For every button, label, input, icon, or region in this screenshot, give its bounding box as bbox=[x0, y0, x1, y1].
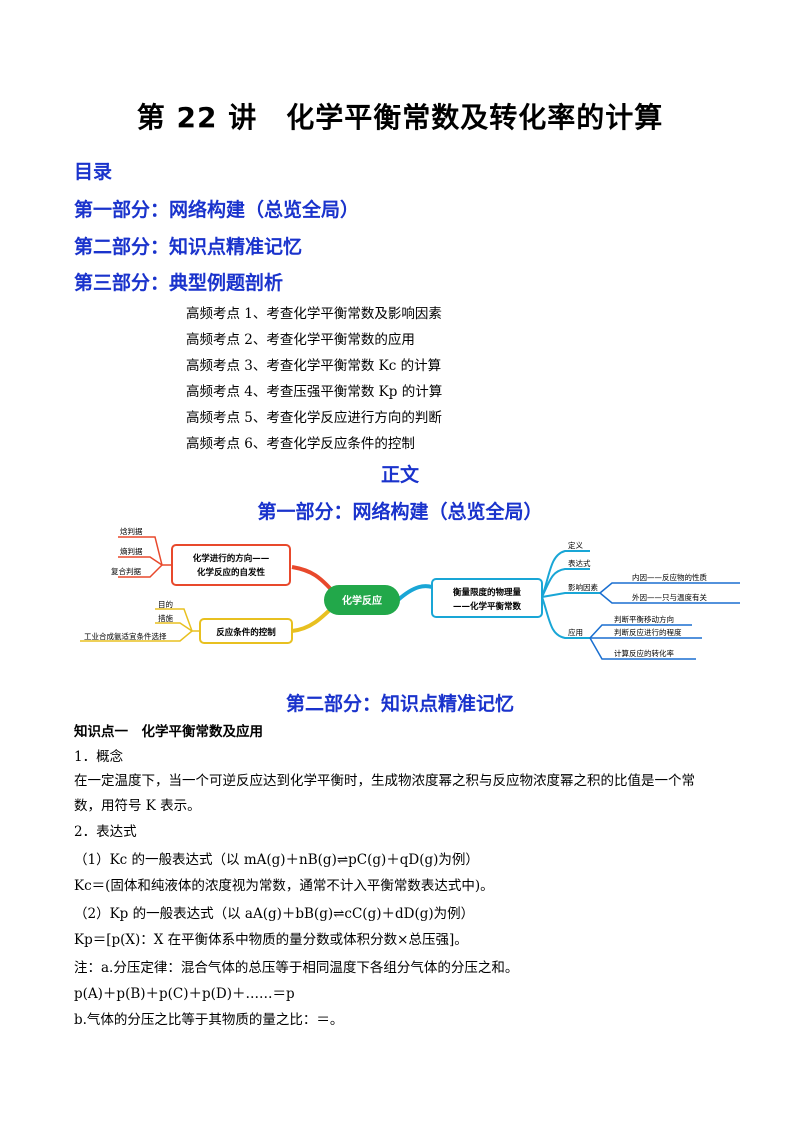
toc-item-4[interactable]: 高频考点 4、考查压强平衡常数 Kp 的计算 bbox=[186, 384, 443, 400]
direction-label-2: 化学反应的自发性 bbox=[197, 567, 266, 578]
toc-item-6[interactable]: 高频考点 6、考查化学反应条件的控制 bbox=[186, 436, 415, 452]
mind-map: 化学进行的方向—— 化学反应的自发性 焓判据 熵判据 复合判据 反应条件的控制 … bbox=[80, 526, 740, 660]
note-pressure-ratio: b.气体的分压之比等于其物质的量之比：＝。 bbox=[74, 1012, 344, 1028]
kc-note: Kc＝(固体和纯液体的浓度视为常数，通常不计入平衡常数表达式中)。 bbox=[74, 878, 494, 894]
toc-heading: 目录 bbox=[74, 161, 113, 183]
part2-heading: 第二部分：知识点精准记忆 bbox=[285, 693, 514, 715]
leaf-internal-cause: 内因——反应物的性质 bbox=[632, 572, 707, 582]
conditions-label: 反应条件的控制 bbox=[216, 627, 276, 638]
leaf-entropy: 熵判据 bbox=[120, 546, 143, 556]
knowledge-point-1: 知识点一 化学平衡常数及应用 bbox=[74, 724, 263, 740]
toc-item-1[interactable]: 高频考点 1、考查化学平衡常数及影响因素 bbox=[186, 306, 442, 322]
mindmap-conditions-branch: 反应条件的控制 目的 措施 工业合成氨适宜条件选择 bbox=[80, 598, 342, 644]
toc-item-3[interactable]: 高频考点 3、考查化学平衡常数 Kc 的计算 bbox=[186, 358, 442, 374]
branch-expression: 表达式 bbox=[568, 558, 591, 568]
leaf-purpose: 目的 bbox=[158, 599, 173, 609]
note-pressure-sum: p(A)＋p(B)＋p(C)＋p(D)＋……＝p bbox=[74, 986, 295, 1002]
center-label: 化学反应 bbox=[342, 594, 382, 607]
branch-application: 应用 bbox=[568, 627, 583, 637]
toc-part-1[interactable]: 第一部分：网络构建（总览全局） bbox=[74, 199, 360, 221]
direction-label-1: 化学进行的方向—— bbox=[193, 553, 270, 564]
expression-kc: （1）Kc 的一般表达式（以 mA(g)＋nB(g)⇌pC(g)＋qD(g)为例… bbox=[74, 852, 479, 868]
leaf-enthalpy: 焓判据 bbox=[120, 526, 143, 536]
kp-note: Kp＝[p(X)：X 在平衡体系中物质的量分数或体积分数×总压强]。 bbox=[74, 932, 468, 948]
expression-kp: （2）Kp 的一般表达式（以 aA(g)＋bB(g)⇌cC(g)＋dD(g)为例… bbox=[74, 906, 475, 922]
leaf-combined: 复合判据 bbox=[111, 566, 141, 576]
leaf-ammonia: 工业合成氨适宜条件选择 bbox=[84, 631, 167, 641]
definition-line-1: 在一定温度下，当一个可逆反应达到化学平衡时，生成物浓度幂之积与反应物浓度幂之积的… bbox=[74, 773, 695, 789]
branch-factors: 影响因素 bbox=[568, 582, 598, 592]
leaf-extent: 判断反应进行的程度 bbox=[614, 627, 682, 637]
toc-item-2[interactable]: 高频考点 2、考查化学平衡常数的应用 bbox=[186, 332, 415, 348]
leaf-shift-direction: 判断平衡移动方向 bbox=[614, 614, 674, 624]
leaf-measures: 措施 bbox=[158, 613, 173, 623]
leaf-conversion: 计算反应的转化率 bbox=[614, 648, 674, 658]
toc-part-2[interactable]: 第二部分：知识点精准记忆 bbox=[74, 236, 303, 258]
section-concept: 1．概念 bbox=[74, 749, 124, 765]
page-title: 第 22 讲 化学平衡常数及转化率的计算 bbox=[136, 101, 664, 134]
definition-line-2: 数，用符号 K 表示。 bbox=[74, 798, 201, 814]
mindmap-constant-branch: 衡量限度的物理量 ——化学平衡常数 定义 表达式 影响因素 应用 内因——反应物… bbox=[396, 540, 740, 660]
branch-definition: 定义 bbox=[568, 540, 583, 550]
section-expression: 2．表达式 bbox=[74, 824, 137, 840]
toc-part-3[interactable]: 第三部分：典型例题剖析 bbox=[74, 272, 284, 294]
mindmap-direction-branch: 化学进行的方向—— 化学反应的自发性 焓判据 熵判据 复合判据 bbox=[111, 526, 342, 602]
mindmap-center: 化学反应 bbox=[324, 585, 400, 615]
toc-item-5[interactable]: 高频考点 5、考查化学反应进行方向的判断 bbox=[186, 410, 442, 426]
leaf-external-cause: 外因——只与温度有关 bbox=[632, 592, 707, 602]
part1-heading: 第一部分：网络构建（总览全局） bbox=[257, 501, 543, 523]
main-heading: 正文 bbox=[380, 464, 419, 486]
note-partial-pressure-law: 注：a.分压定律：混合气体的总压等于相同温度下各组分气体的分压之和。 bbox=[74, 960, 519, 976]
constant-label-2: ——化学平衡常数 bbox=[453, 601, 522, 612]
constant-label-1: 衡量限度的物理量 bbox=[453, 587, 522, 598]
